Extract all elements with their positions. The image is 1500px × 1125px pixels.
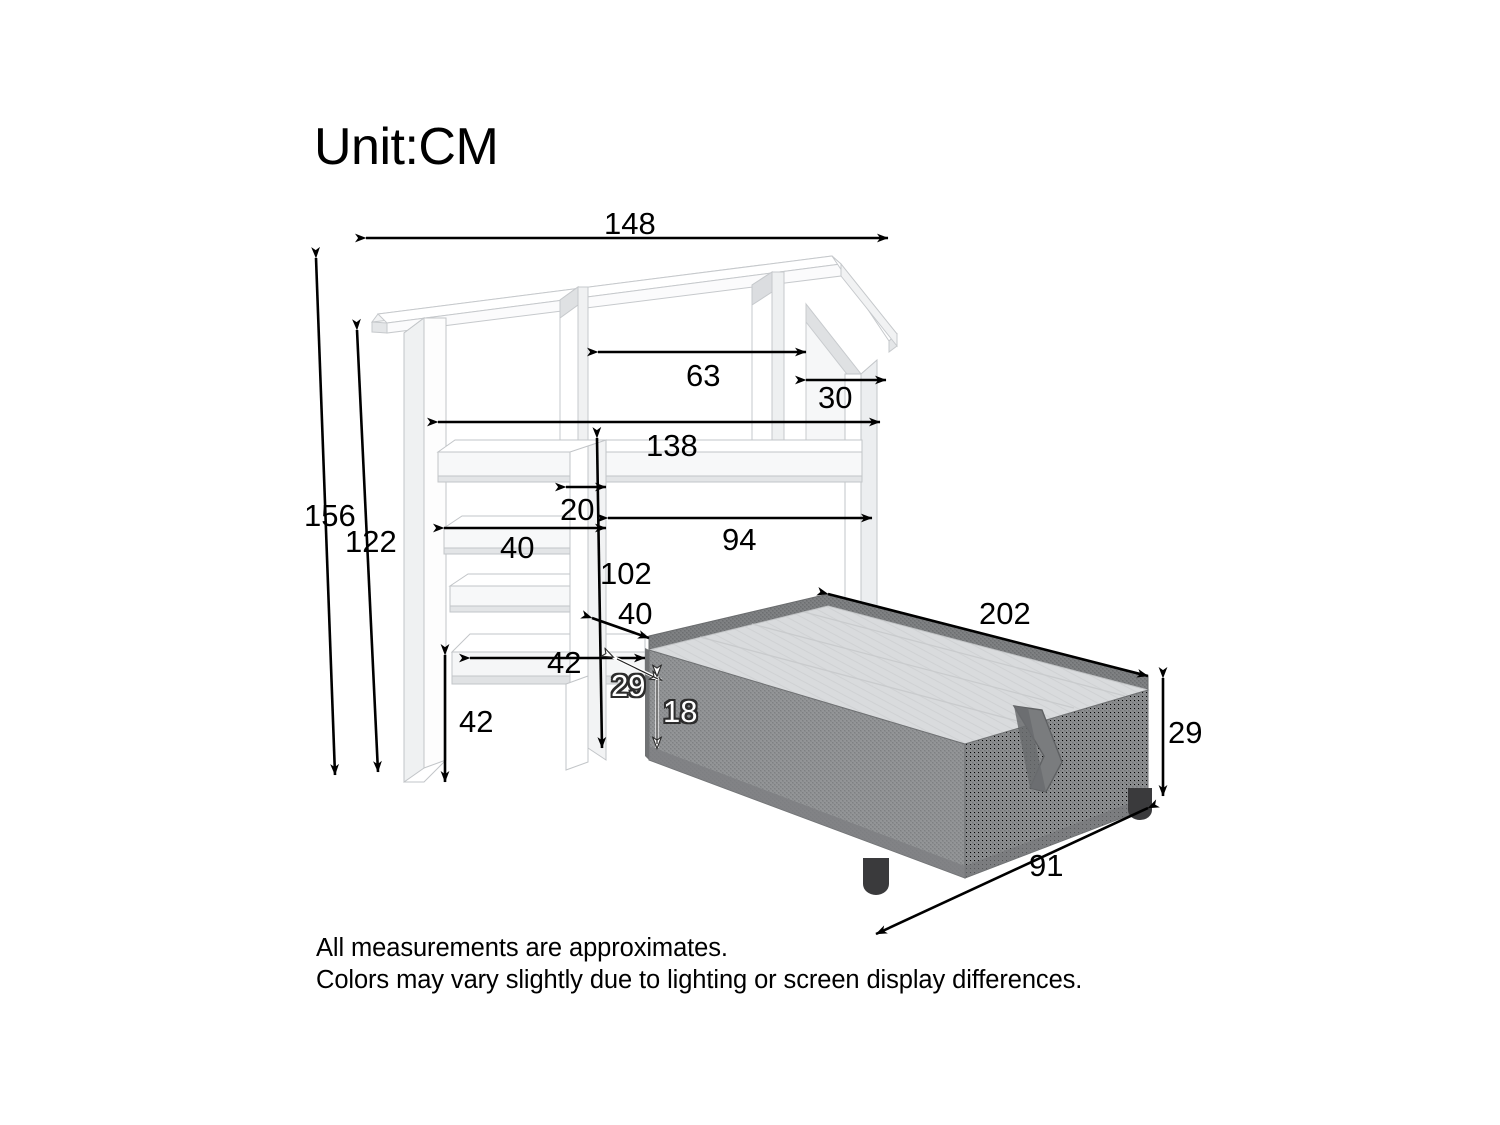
dim-label-bed-length: 202 bbox=[979, 596, 1031, 631]
dim-label-overall-width: 148 bbox=[604, 206, 656, 241]
dim-label-bed-height-right: 29 bbox=[1168, 715, 1203, 750]
desk-leg bbox=[565, 675, 589, 771]
divider-upper-right bbox=[751, 271, 785, 453]
dim-label-bed-width: 91 bbox=[1029, 848, 1064, 883]
dim-label-bottom-shelf-width: 42 bbox=[547, 645, 582, 680]
note-colors: Colors may vary slightly due to lighting… bbox=[316, 966, 1083, 994]
dimension-lines-on-fabric-core bbox=[616, 658, 659, 744]
dim-label-left-shelf-width: 40 bbox=[500, 530, 535, 565]
dimline-91 bbox=[875, 799, 1160, 936]
dim-label-centre-post-height: 102 bbox=[600, 556, 652, 591]
dim-label-leg-height: 42 bbox=[459, 704, 494, 739]
bed-foot-right-stem bbox=[1128, 788, 1152, 810]
dim-label-divider-gap: 20 bbox=[560, 492, 595, 527]
bed-base bbox=[645, 593, 1152, 895]
post-left bbox=[403, 317, 447, 783]
dimline-40-gap bbox=[580, 610, 650, 640]
dim-label-desk-gap: 40 bbox=[618, 596, 653, 631]
shelf-main bbox=[436, 439, 863, 483]
dim-label-right-bay-width: 30 bbox=[818, 380, 853, 415]
page-title: Unit:CM bbox=[314, 118, 499, 176]
dim-label-bed-rail-height: 18 bbox=[663, 694, 698, 729]
dim-label-overall-height: 156 bbox=[304, 498, 356, 533]
dimension-lines bbox=[311, 233, 1168, 936]
divider-upper-left bbox=[559, 286, 589, 453]
dimline-156 bbox=[311, 246, 339, 776]
note-measurements: All measurements are approximates. bbox=[316, 934, 728, 962]
roof-right-rake bbox=[831, 255, 898, 353]
bed-pull-handle bbox=[1012, 705, 1063, 793]
dim-label-right-open-width: 94 bbox=[722, 522, 757, 557]
dimline-102 bbox=[592, 426, 607, 749]
dimline-202 bbox=[816, 587, 1149, 678]
dim-label-bed-depth-left: 29 bbox=[611, 668, 646, 703]
dim-label-shelf-span: 138 bbox=[646, 428, 698, 463]
bed-foot-front-stem bbox=[863, 858, 889, 884]
bed-side-left-edge bbox=[645, 648, 649, 760]
dim-label-frame-height: 122 bbox=[345, 524, 397, 559]
dimline-122 bbox=[352, 318, 382, 773]
shelf-left-mid bbox=[448, 573, 589, 613]
dim-label-upper-bay-width: 63 bbox=[686, 358, 721, 393]
